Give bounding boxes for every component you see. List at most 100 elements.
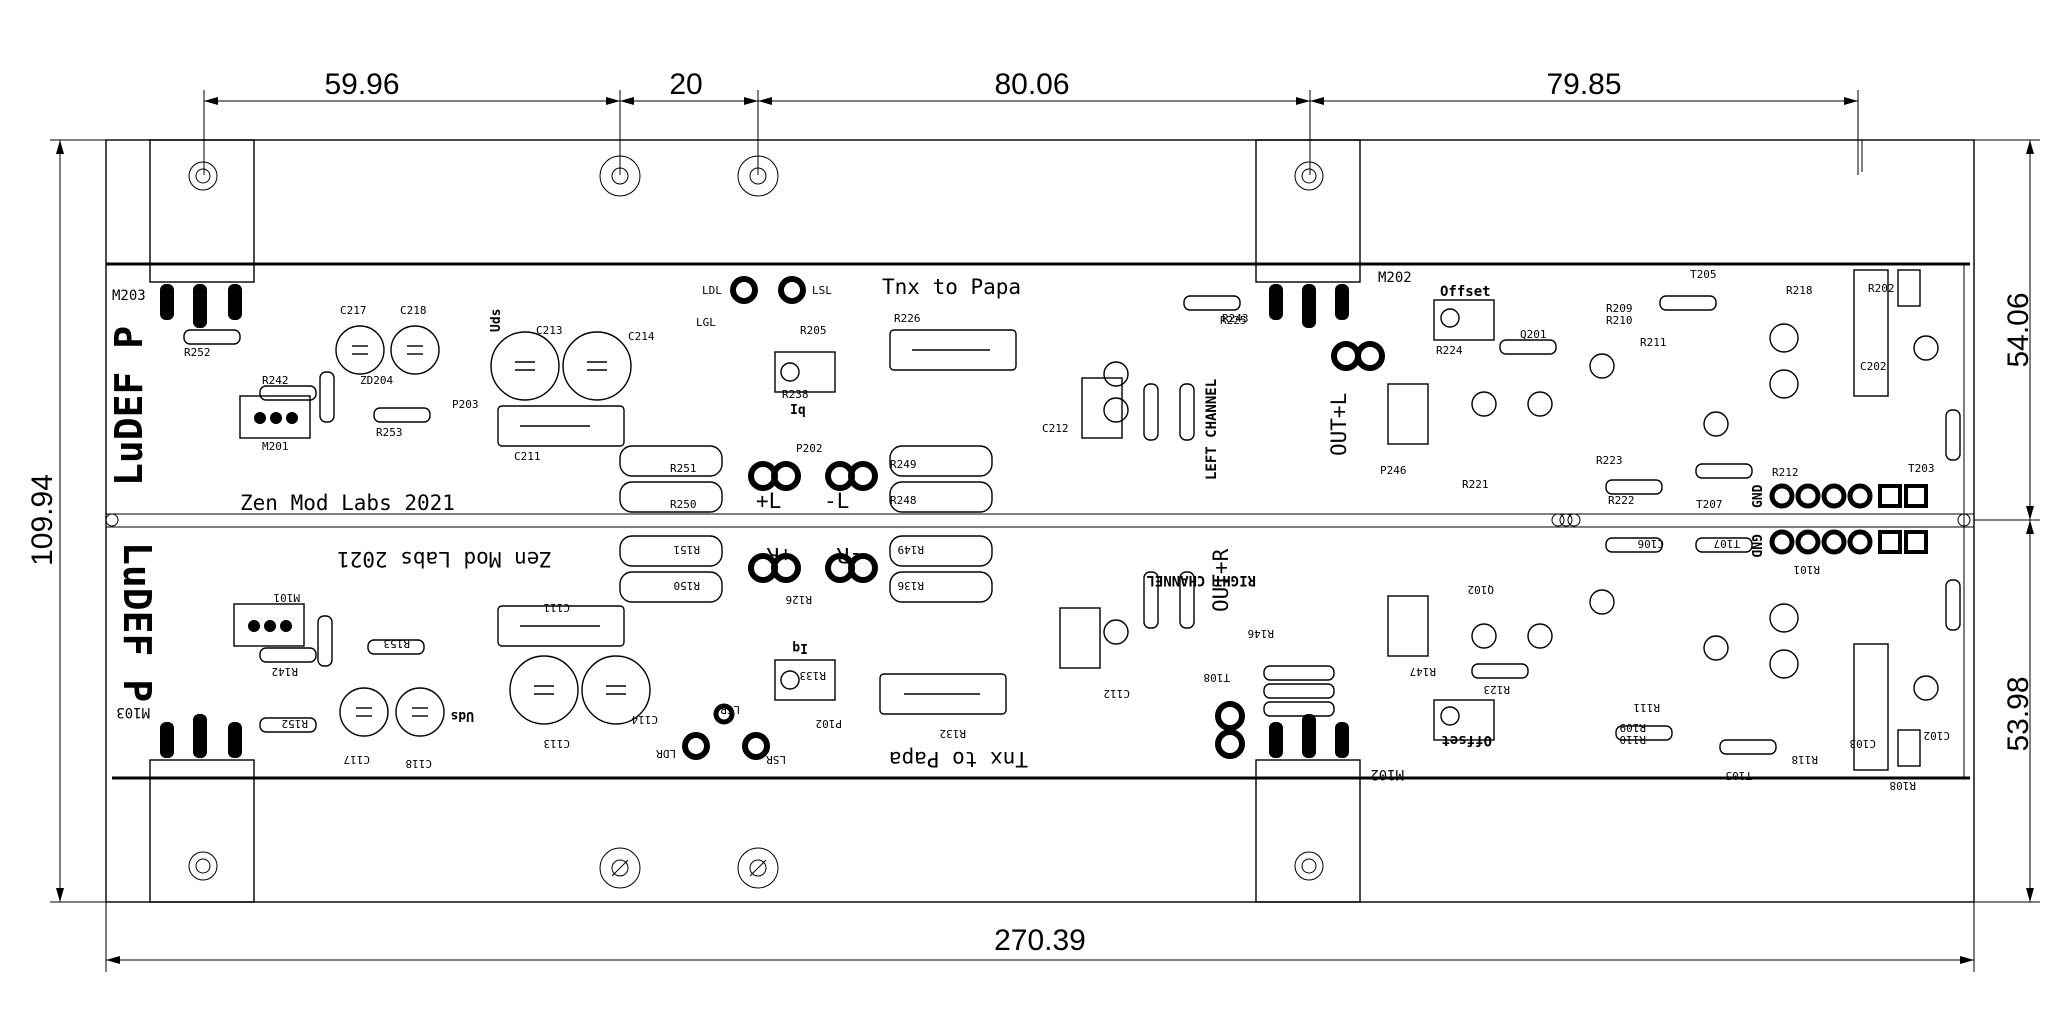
bottom-module: M101: [274, 591, 301, 604]
part-label: R205: [800, 324, 827, 337]
part-label: C117: [344, 753, 371, 766]
part-label: R146: [1248, 627, 1275, 640]
part-label: R250: [670, 498, 697, 511]
top-lgl: LGL: [696, 316, 716, 329]
dim-80-06: 80.06: [994, 68, 1069, 101]
top-components: [183, 269, 1961, 513]
top-module: M201: [262, 440, 289, 453]
part-label: C114: [631, 713, 658, 726]
part-label: R226: [894, 312, 921, 325]
bottom-ldr: LDR: [656, 747, 676, 760]
top-ldl: LDL: [702, 284, 722, 297]
part-label: C202: [1860, 360, 1887, 373]
part-label: C103: [1850, 737, 1877, 750]
part-label: P102: [816, 717, 843, 730]
part-label: T205: [1690, 268, 1717, 281]
part-label: T203: [1908, 462, 1935, 475]
part-label: P203: [452, 398, 479, 411]
part-label: C106: [1638, 537, 1665, 550]
part-label: R223: [1596, 454, 1623, 467]
dim-79-85: 79.85: [1546, 68, 1621, 101]
part-label: R222: [1608, 494, 1635, 507]
part-label: C214: [628, 330, 655, 343]
part-label: R212: [1772, 466, 1799, 479]
bottom-thanks: Tnx to Papa: [889, 747, 1028, 771]
part-label: R149: [898, 543, 925, 556]
top-output: OUT+L: [1327, 393, 1351, 456]
part-label: C213: [536, 324, 563, 337]
dim-20: 20: [669, 68, 702, 101]
part-label: P202: [796, 442, 823, 455]
mosfet-tabs: [149, 139, 1361, 903]
part-label: R211: [1640, 336, 1667, 349]
board-outline: [105, 139, 1975, 903]
bottom-gnd: GND: [1748, 534, 1763, 558]
dim-109-94: 109.94: [26, 474, 59, 566]
part-label: R248: [890, 494, 917, 507]
bottom-brand: LuDEF P: [115, 542, 159, 702]
top-gnd: GND: [1751, 484, 1766, 508]
part-label: C118: [406, 757, 433, 770]
dim-54-06: 54.06: [2002, 292, 2035, 367]
top-brand: LuDEF P: [107, 326, 151, 486]
top-mosfet-right: M202: [1378, 270, 1412, 286]
part-label: R133: [800, 669, 827, 682]
bottom-lsr: LSR: [766, 753, 786, 766]
part-label: Q102: [1468, 583, 1495, 596]
part-label: T108: [1204, 671, 1231, 684]
part-label: T107: [1714, 537, 1741, 550]
part-label: R153: [384, 637, 411, 650]
bottom-mosfet-left: M103: [116, 704, 150, 720]
panel-split-marks: [105, 513, 1971, 527]
part-label: R238: [782, 388, 809, 401]
bottom-iq: Iq: [792, 640, 808, 655]
part-label: R251: [670, 462, 697, 475]
part-label: R150: [674, 579, 701, 592]
part-label: R151: [674, 543, 701, 556]
bottom-uds: Uds: [451, 708, 474, 723]
dim-53-98: 53.98: [2002, 676, 2035, 751]
part-label: R152: [282, 717, 309, 730]
top-lsl: LSL: [812, 284, 832, 297]
top-channel: LEFT CHANNEL: [1204, 379, 1220, 480]
part-label: R252: [184, 346, 211, 359]
dim-270-39: 270.39: [994, 924, 1086, 957]
part-label: R253: [376, 426, 403, 439]
part-label: R225: [1220, 314, 1247, 327]
top-neg-rail: -L: [824, 489, 849, 513]
bottom-credit: Zen Mod Labs 2021: [337, 547, 552, 571]
part-label: C218: [400, 304, 427, 317]
part-label: R136: [898, 579, 925, 592]
top-board: LuDEF P Zen Mod Labs 2021 Tnx to Papa +L…: [107, 268, 1961, 515]
part-label: R242: [262, 374, 289, 387]
top-uds: Uds: [489, 309, 504, 332]
part-label: T105: [1726, 769, 1753, 782]
dimension-lines: [50, 90, 2040, 972]
part-label: R147: [1410, 665, 1437, 678]
part-label: R209: [1606, 302, 1633, 315]
part-label: R108: [1890, 779, 1917, 792]
top-thanks: Tnx to Papa: [882, 275, 1021, 299]
bottom-output: OUT+R: [1209, 548, 1233, 612]
part-label: C111: [544, 601, 571, 614]
part-label: ZD204: [360, 374, 393, 387]
part-label: R243: [1222, 312, 1249, 325]
top-pos-rail: +L: [756, 489, 781, 513]
part-label: R118: [1792, 753, 1819, 766]
part-label: R224: [1436, 344, 1463, 357]
part-label: R142: [272, 665, 299, 678]
top-offset: Offset: [1440, 284, 1491, 300]
part-label: P246: [1380, 464, 1407, 477]
part-label: C212: [1042, 422, 1069, 435]
dim-59-96: 59.96: [324, 68, 399, 101]
part-label: C211: [514, 450, 541, 463]
part-label: R132: [940, 727, 967, 740]
bottom-board: LuDEF P Zen Mod Labs 2021 Tnx to Papa +R…: [115, 529, 1961, 792]
part-label: T207: [1696, 498, 1723, 511]
top-credit: Zen Mod Labs 2021: [240, 491, 455, 515]
mounting-holes: [599, 155, 779, 889]
part-label: R111: [1634, 701, 1661, 714]
part-label: C112: [1104, 687, 1131, 700]
part-label: R210: [1606, 314, 1633, 327]
